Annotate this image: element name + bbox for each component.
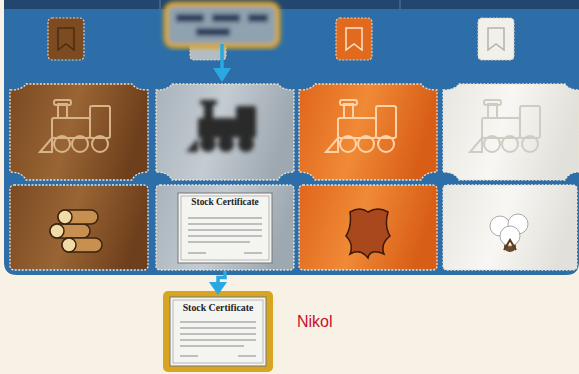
flow-arrow: [209, 271, 227, 295]
goods-tile: Stock Certificate: [174, 193, 276, 263]
stock-card: Stock Certificate: [166, 297, 270, 366]
certificate-title: Stock Certificate: [174, 197, 276, 207]
certificate-title: Stock Certificate: [166, 302, 270, 313]
player-name: Nikol: [297, 313, 333, 331]
